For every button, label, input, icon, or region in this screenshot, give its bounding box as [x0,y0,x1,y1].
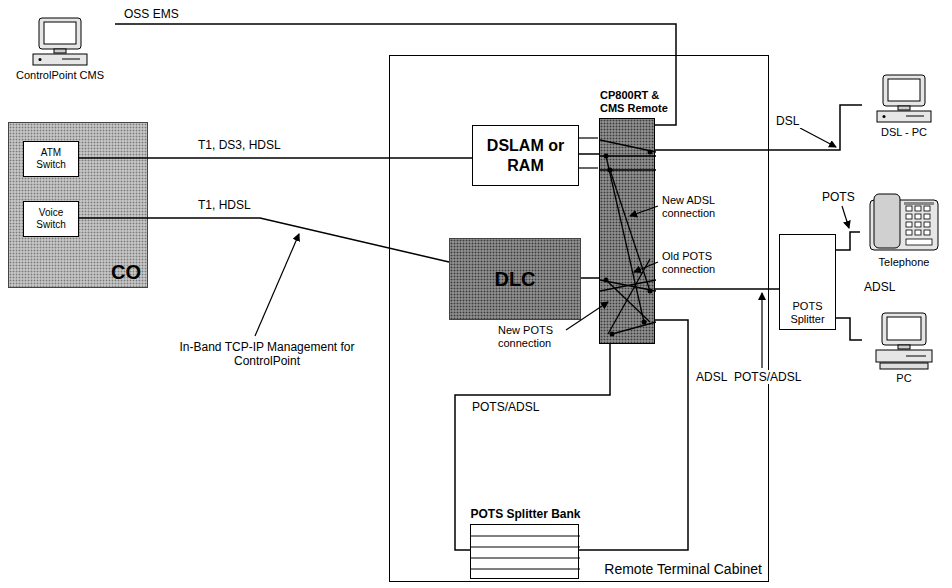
leader-line [566,302,608,330]
edge-label: ADSL [694,370,729,384]
connector [836,232,860,250]
callout-arrow [842,206,849,228]
node-label: POTS Splitter Bank [456,507,596,521]
leader-line [630,206,658,216]
icon-holder [872,312,936,370]
connector [655,288,779,290]
annotation: New ADSL connection [660,194,736,220]
icon-holder [866,192,942,254]
computer-node: ControlPoint CMS [5,5,115,85]
callout-arrow [800,128,836,147]
dslam-box: DSLAM or RAM [472,125,579,186]
connector [581,277,599,279]
icon-holder [30,17,90,67]
connector [579,153,599,155]
telephone-node: Telephone [860,180,948,272]
edge-label: OSS EMS [122,7,181,21]
node-label: Remote Terminal Cabinet [604,561,762,578]
switch-box: ATM Switch [23,141,79,177]
annotation: In-Band TCP-IP Management for ControlPoi… [170,340,364,369]
cross-connect-lines [600,119,656,345]
splitter-bank: POTS Splitter Bank [470,524,579,579]
wire [578,167,598,168]
node-label: DLC [494,267,535,291]
switch-box: Voice Switch [23,201,79,237]
computer-icon [30,17,90,67]
node-label: ATM Switch [27,147,75,171]
annotation: New POTS connection [496,324,570,350]
connector [455,344,610,550]
cross-connect-bar: CP800RT & CMS Remote [599,118,655,344]
callout-arrow [761,293,762,368]
computer-icon [874,74,934,124]
pc-icon [872,312,936,370]
node-label: Voice Switch [27,207,75,231]
connector [836,318,862,340]
leader-line [634,262,658,272]
node-label: DSLAM or RAM [476,136,575,174]
dlc-box: DLC [449,238,581,320]
node-label: Telephone [879,256,930,269]
node-label: DSL - PC [881,126,927,139]
edge-label: POTS/ADSL [732,370,803,384]
connector [579,320,688,550]
edge-label: POTS [820,190,857,204]
wire [578,137,598,138]
node-label: POTS Splitter [783,300,832,326]
connector [655,105,862,150]
computer-node: PC [862,298,946,388]
edge-label: DSL [774,114,801,128]
connector [115,24,676,125]
node-label: CP800RT & CMS Remote [600,89,674,115]
splitter-rows [471,525,580,580]
callout-arrow [255,234,299,336]
node-label: CO [111,260,141,284]
edge-label: T1, HDSL [196,198,253,212]
edge-label: POTS/ADSL [470,400,541,414]
pots-splitter: POTS Splitter [779,234,836,330]
node-label: PC [896,372,911,385]
node-label: ControlPoint CMS [16,69,104,82]
connector [79,157,472,159]
telephone-icon [866,192,942,254]
edge-label: ADSL [862,280,897,294]
central-office: CO ATM SwitchVoice Switch [8,122,148,288]
cabinet-outline: Remote Terminal Cabinet CP800RT & CMS Rem… [389,55,769,582]
icon-holder [874,74,934,124]
edge-label: T1, DS3, HDSL [196,138,283,152]
annotation: Old POTS connection [660,250,736,276]
computer-node: DSL - PC [862,62,946,142]
connector [79,218,449,262]
